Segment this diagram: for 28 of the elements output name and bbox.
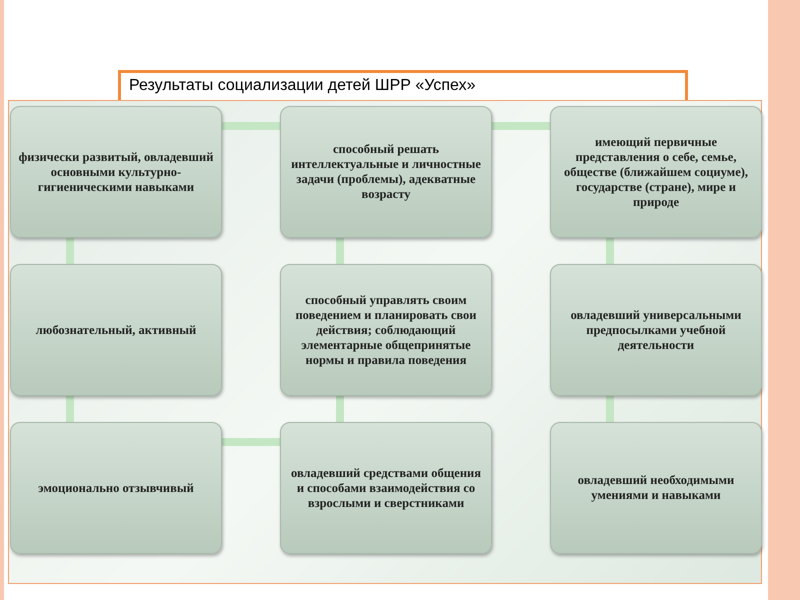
box-text: способный решать интеллектуальные и личностные задачи (проблемы), адекватные возрасту <box>290 142 482 202</box>
connector-line <box>66 396 74 422</box>
connector-line <box>336 238 344 264</box>
connector-line <box>492 122 550 130</box>
process-box <box>10 422 222 554</box>
box-text: любознательный, активный <box>36 322 196 338</box>
title-banner: Результаты социализации детей ШРР «Успех» <box>118 70 688 100</box>
connector-line <box>606 396 614 422</box>
process-box <box>550 264 762 396</box>
connector-line <box>336 396 344 422</box>
box-text: имеющий первичные представления о себе, семье, обществе (ближайшем социуме), государстве (стране), мире и природе <box>562 134 750 210</box>
process-box <box>550 106 762 238</box>
connector-line <box>222 122 280 130</box>
process-box <box>550 422 762 554</box>
box-text: овладевший необходимыми умениями и навыками <box>576 473 736 503</box>
connector-line <box>66 238 74 264</box>
box-text: овладевший средствами общения и способами взаимодействия со взрослыми и сверстниками <box>290 466 482 510</box>
process-box <box>280 106 492 238</box>
process-box <box>10 264 222 396</box>
box-text: овладевший универсальными предпосылками учебной деятельности <box>570 308 742 352</box>
box-text: эмоционально отзывчивый <box>38 480 194 496</box>
connector-line <box>606 238 614 264</box>
process-box <box>10 106 222 238</box>
process-box <box>280 422 492 554</box>
connector-line <box>222 438 280 446</box>
process-box <box>280 264 492 396</box>
box-text: физически развитый, овладевший основными культурно-гигиеническими навыками <box>18 150 214 194</box>
box-text: способный управлять своим поведением и планировать свои действия; соблюдающий элементарные общепринятые нормы и правила поведения <box>294 292 478 368</box>
